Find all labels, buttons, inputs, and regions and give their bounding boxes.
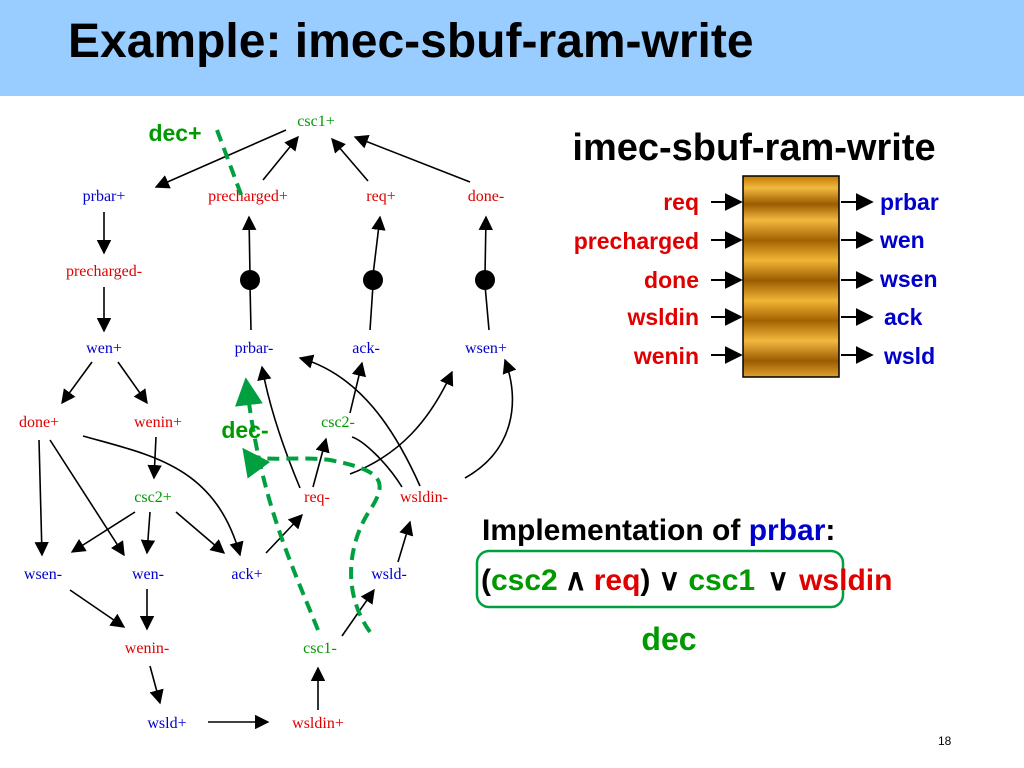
node-csc2-minus: csc2- — [321, 414, 355, 431]
arc-req-minus-to-prbar-minus — [257, 365, 301, 489]
input-wenin: wenin — [633, 343, 699, 369]
node-wen-plus: wen+ — [86, 340, 122, 357]
dec-minus-path-b — [242, 447, 382, 634]
arc-req-plus-to-csc1-plus — [331, 137, 369, 182]
arc-wsen-minus-to-wenin-minus — [69, 589, 126, 628]
input-done: done — [644, 267, 699, 293]
slide-title: Example: imec-sbuf-ram-write — [68, 15, 754, 68]
page-number: 18 — [938, 734, 952, 748]
implementation-expression: (csc2∧req)∨csc1∨wsldin — [481, 564, 892, 597]
arc-done-plus-to-wen-minus — [49, 439, 125, 557]
stg-places — [240, 270, 495, 290]
node-done-minus: done- — [468, 188, 504, 205]
node-wsldin-plus: wsldin+ — [292, 715, 344, 732]
place-token — [240, 270, 260, 290]
output-prbar: prbar — [880, 189, 939, 215]
place-token — [363, 270, 383, 290]
input-wsldin: wsldin — [626, 304, 699, 330]
node-req-minus: req- — [304, 489, 330, 506]
arc-wsldin-minus-to-prbar-minus — [298, 354, 421, 487]
dec-minus-path-a — [235, 377, 320, 631]
arc-csc2-plus-to-wsen-minus — [70, 511, 136, 553]
node-prbar-minus: prbar- — [235, 340, 274, 357]
node-wen-minus: wen- — [132, 566, 164, 583]
block-outputs: prbar wen wsen ack wsld — [879, 189, 939, 369]
dec-plus-label: dec+ — [148, 120, 201, 146]
arc-csc1-plus-to-prbar-plus — [154, 129, 287, 189]
node-prbar-plus: prbar+ — [83, 188, 126, 205]
arc-precharged-plus-to-csc1-plus — [262, 135, 299, 181]
dec-label: dec — [641, 621, 696, 657]
arc-done-plus-to-ack-plus — [82, 435, 244, 557]
block-output-arrows — [841, 193, 874, 364]
block-input-arrows — [711, 193, 743, 364]
dec-minus-label: dec- — [221, 417, 268, 443]
place-token — [475, 270, 495, 290]
arc-wsen-plus-to-done-minus — [478, 215, 493, 276]
node-wsld-plus: wsld+ — [147, 715, 186, 732]
arc-req-minus-to-csc2-minus — [312, 437, 330, 488]
arc-csc2-plus-to-ack-plus — [175, 511, 226, 554]
arc-prbar-minus-to-precharged-plus — [242, 215, 257, 276]
node-ack-plus: ack+ — [231, 566, 262, 583]
arc-wen-plus-to-wenin-plus — [117, 361, 148, 405]
node-done-plus: done+ — [19, 414, 59, 431]
arc-csc2-minus-to-ack-minus — [349, 361, 366, 414]
node-precharged-minus: precharged- — [66, 263, 142, 280]
arc-wsldin-minus-to-csc2-minus — [351, 436, 403, 488]
arc-wsen-plus-to-place — [484, 284, 490, 331]
output-wsld: wsld — [883, 343, 935, 369]
block-box — [742, 175, 840, 378]
arc-ack-minus-to-req-plus — [371, 215, 386, 276]
node-wsen-minus: wsen- — [24, 566, 62, 583]
node-csc1-minus: csc1- — [303, 640, 337, 657]
stg-arcs — [34, 129, 517, 730]
arc-wenin-minus-to-wsld-plus — [149, 665, 164, 705]
input-req: req — [663, 189, 699, 215]
node-precharged-plus: precharged+ — [208, 188, 288, 205]
block-inputs: req precharged done wsldin wenin — [574, 189, 699, 369]
arc-ack-plus-to-req-minus — [265, 513, 303, 554]
arc-wsldin-minus-to-wsen-plus — [464, 358, 517, 479]
output-wen: wen — [879, 227, 925, 253]
node-wsen-plus: wsen+ — [465, 340, 507, 357]
dec-markers — [215, 129, 382, 634]
implementation-heading: Implementation of prbar: — [482, 514, 835, 547]
node-ack-minus: ack- — [352, 340, 380, 357]
node-wenin-minus: wenin- — [125, 640, 169, 657]
arc-done-plus-to-wsen-minus — [34, 439, 49, 557]
input-precharged: precharged — [574, 228, 699, 254]
stg-nodes: csc1+ prbar+ precharged+ req+ done- prec… — [19, 113, 507, 732]
block-title: imec-sbuf-ram-write — [572, 127, 935, 169]
dec-plus-cut — [215, 129, 244, 198]
arc-wen-plus-to-done-plus — [61, 361, 93, 405]
title-bar — [0, 0, 1024, 96]
node-csc1-plus: csc1+ — [297, 113, 334, 130]
arc-wsld-minus-to-wsldin-minus — [397, 520, 414, 563]
node-wsldin-minus: wsldin- — [400, 489, 448, 506]
node-csc2-plus: csc2+ — [134, 489, 171, 506]
arc-done-minus-to-csc1-plus — [353, 135, 471, 183]
node-wsld-minus: wsld- — [371, 566, 407, 583]
arc-prbar-minus-to-place — [249, 284, 252, 331]
output-ack: ack — [884, 304, 923, 330]
output-wsen: wsen — [879, 266, 938, 292]
node-wenin-plus: wenin+ — [134, 414, 182, 431]
node-req-plus: req+ — [366, 188, 395, 205]
arc-ack-minus-to-place — [369, 284, 374, 331]
arc-csc2-minus-to-wsen-plus — [349, 370, 454, 475]
dec-term-box — [475, 549, 845, 609]
arc-csc2-plus-to-wen-minus — [140, 511, 156, 555]
